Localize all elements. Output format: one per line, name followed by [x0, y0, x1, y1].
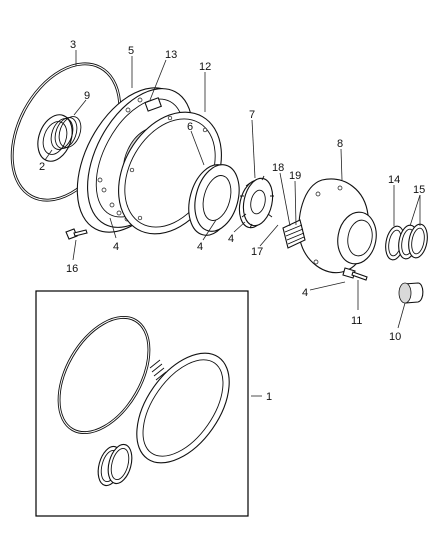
part-7-inner-gear — [238, 175, 274, 229]
callout-16: 16 — [66, 263, 78, 275]
callout-4a: 4 — [113, 241, 119, 253]
part-15-seal-rings — [398, 223, 428, 260]
kit-box — [35, 290, 249, 517]
callout-10: 10 — [389, 331, 401, 343]
callout-9: 9 — [84, 90, 90, 102]
callout-4b: 4 — [197, 241, 203, 253]
callout-4d: 4 — [302, 287, 308, 299]
callout-5: 5 — [128, 45, 134, 57]
callout-4c: 4 — [228, 233, 234, 245]
callout-3: 3 — [70, 39, 76, 51]
callout-12: 12 — [199, 61, 211, 73]
callout-11: 11 — [351, 315, 362, 327]
part-13-valve — [144, 97, 162, 112]
callout-7: 7 — [249, 109, 255, 121]
part-16-bolt — [65, 228, 88, 240]
callout-19: 19 — [289, 170, 301, 182]
callout-2: 2 — [39, 161, 45, 173]
part-8-reaction-shaft — [282, 178, 377, 274]
callout-18: 18 — [272, 162, 284, 174]
callout-8: 8 — [337, 138, 343, 150]
callouts: 1 2 3 4 4 4 4 5 6 7 8 9 10 11 12 13 14 1… — [39, 39, 425, 403]
part-9-seal-rings — [50, 116, 82, 150]
part-11-bolt — [342, 267, 368, 281]
part-10-bushing — [398, 282, 424, 304]
callout-13: 13 — [165, 49, 177, 61]
callout-1: 1 — [266, 391, 272, 403]
callout-15: 15 — [413, 184, 425, 196]
callout-14: 14 — [388, 174, 400, 186]
part-6-outer-gear — [188, 164, 240, 236]
callout-6: 6 — [187, 121, 193, 133]
leader-lines — [44, 50, 421, 397]
callout-17: 17 — [251, 246, 263, 258]
